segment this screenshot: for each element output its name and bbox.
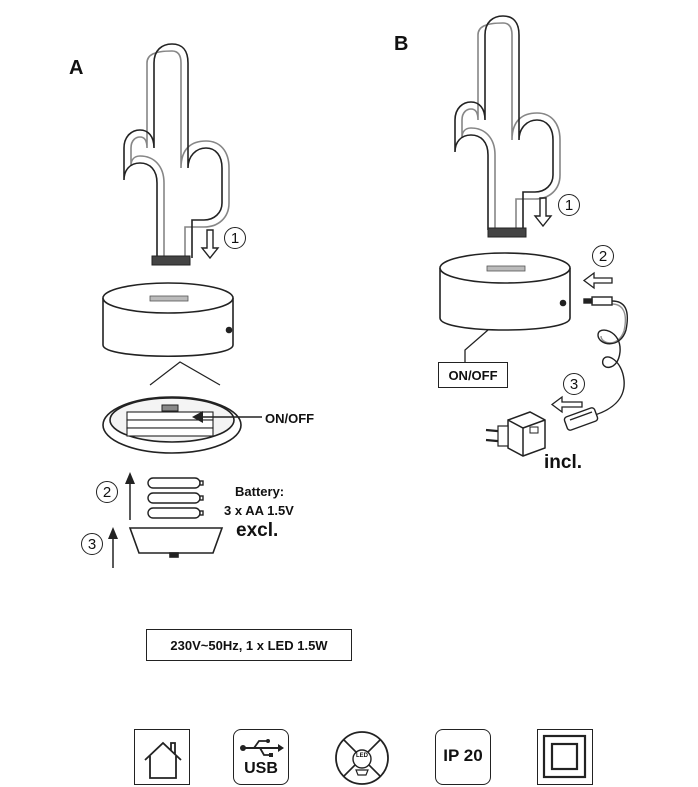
panel-label-b: B	[394, 33, 409, 55]
battery-compartment	[102, 396, 242, 454]
usb-text: USB	[244, 760, 278, 777]
pointer-arrow-head-icon	[192, 411, 203, 423]
battery-title: Battery:	[235, 484, 285, 499]
usb-cable	[563, 296, 629, 431]
panel-label-a: A	[69, 57, 84, 79]
arrow-down-icon	[200, 229, 220, 260]
arrow-down-icon	[533, 197, 553, 228]
arrow-left-icon	[582, 271, 613, 290]
cactus-a	[123, 43, 230, 258]
spec-box: 230V~50Hz, 1 x LED 1.5W	[146, 629, 352, 661]
double-square-icon	[537, 729, 593, 785]
step-1-a: 1	[224, 227, 246, 249]
lamp-base-b	[439, 252, 571, 331]
explode-lines-a	[149, 361, 221, 386]
on-off-label-b: ON/OFF	[438, 362, 508, 388]
led-text: LED	[356, 753, 368, 759]
cactus-plug-b	[487, 227, 527, 238]
step-2-b: 2	[592, 245, 614, 267]
cactus-plug-a	[151, 255, 191, 266]
led-crossed-icon: LED	[332, 729, 389, 785]
excl-label: excl.	[236, 520, 279, 541]
step-1-b: 1	[558, 194, 580, 216]
arrow-up-head-icon	[108, 527, 118, 539]
batteries	[147, 477, 204, 519]
house-icon	[134, 729, 190, 785]
arrow-up-head-icon	[125, 472, 135, 484]
step-2-a: 2	[96, 481, 118, 503]
battery-spec: 3 x AA 1.5V	[224, 503, 294, 518]
assembly-diagram	[102, 15, 629, 568]
step-3-a: 3	[81, 533, 103, 555]
ip-rating-icon: IP 20	[435, 729, 491, 785]
cactus-b	[454, 15, 561, 230]
on-off-label-a: ON/OFF	[265, 411, 315, 426]
step-3-b: 3	[563, 373, 585, 395]
usb-icon: USB	[233, 729, 289, 785]
lamp-base-a	[102, 282, 234, 357]
power-adapter	[485, 411, 546, 457]
ip-rating-text: IP 20	[443, 746, 483, 765]
onoff-pointer-b	[464, 329, 489, 362]
arrow-left-icon	[550, 395, 583, 414]
bottom-cover	[128, 527, 224, 558]
incl-label: incl.	[544, 452, 583, 473]
